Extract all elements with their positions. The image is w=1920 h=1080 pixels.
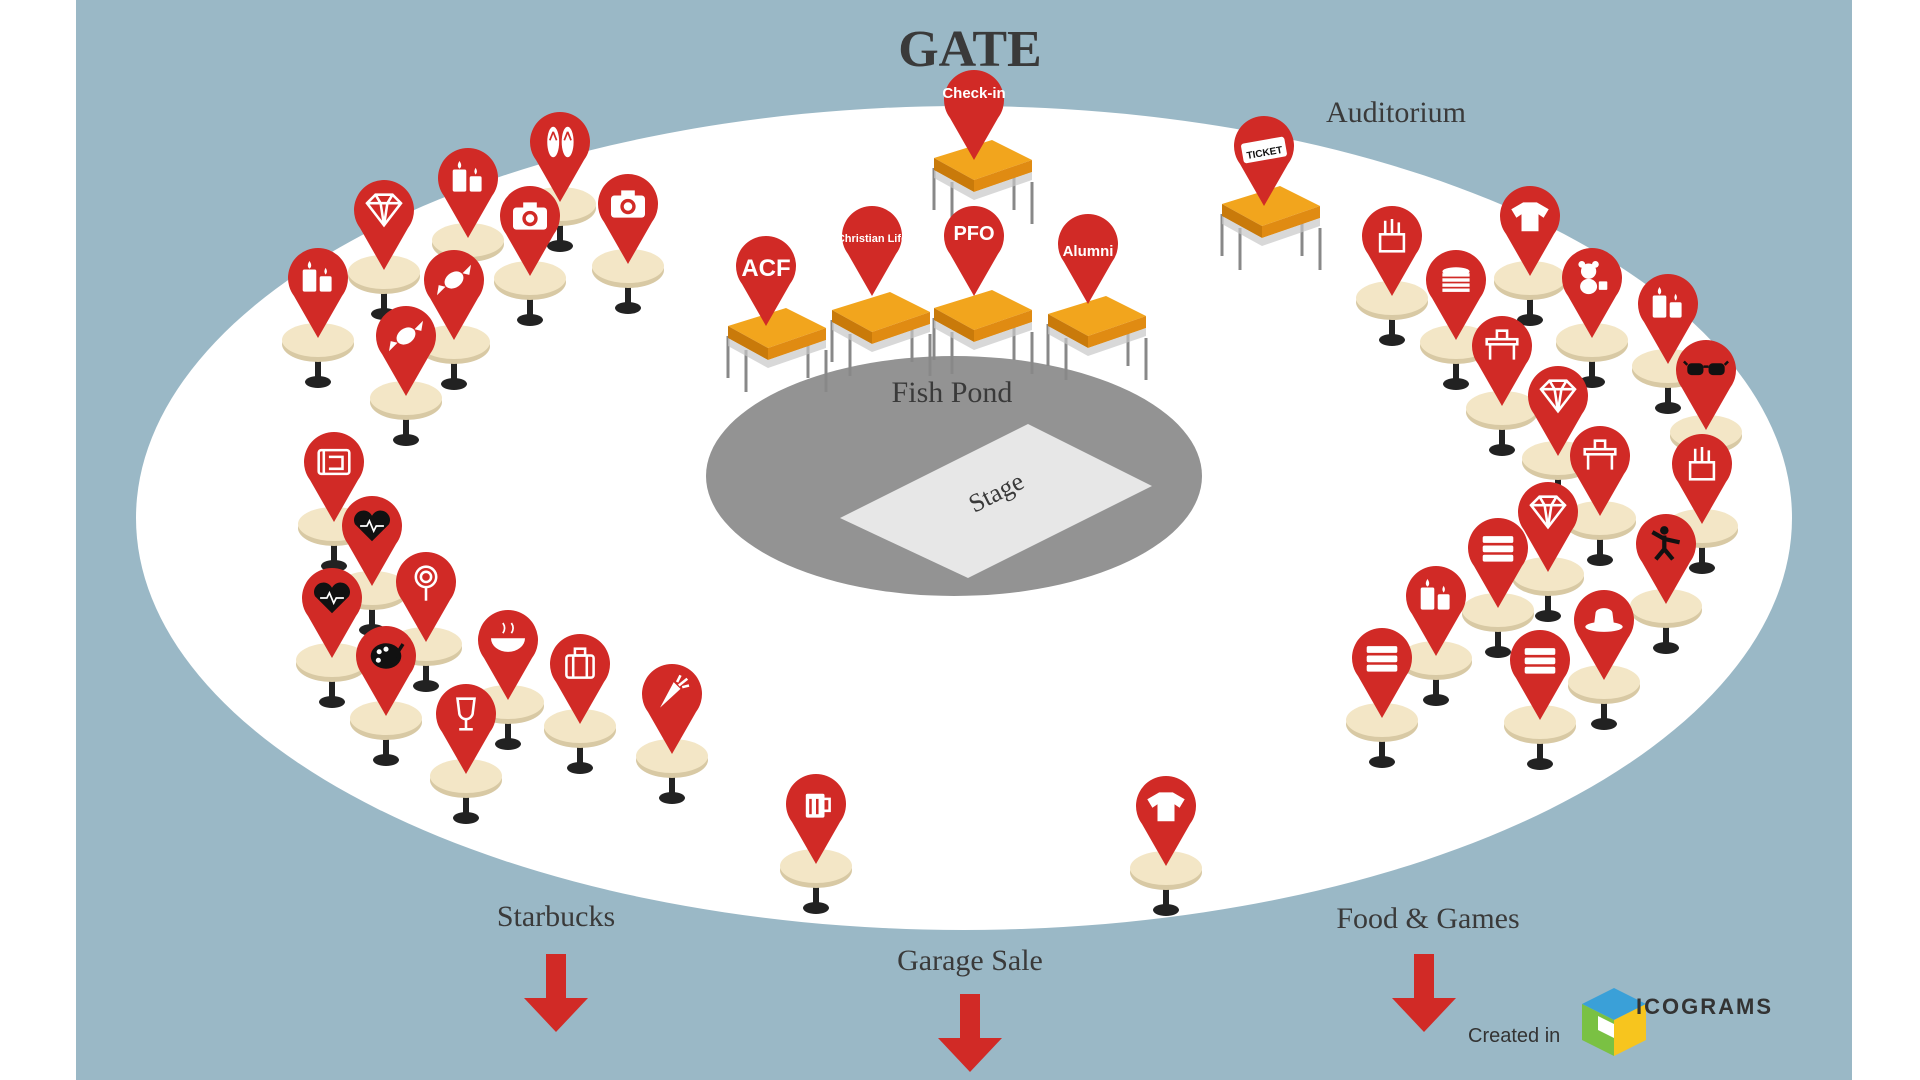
christian-life-pin[interactable]: Christian Life bbox=[837, 206, 907, 296]
table-pin[interactable] bbox=[1574, 590, 1634, 680]
alumni-pin[interactable]: Alumni bbox=[1058, 214, 1118, 304]
garage-sale-label: Garage Sale bbox=[897, 944, 1043, 977]
vendor-table[interactable] bbox=[1130, 776, 1202, 916]
table-pin[interactable] bbox=[786, 774, 846, 864]
vendor-table[interactable] bbox=[282, 248, 354, 388]
vendor-table[interactable] bbox=[1504, 630, 1576, 770]
created-in-label: Created in bbox=[1468, 1025, 1560, 1047]
vendor-table[interactable] bbox=[418, 250, 490, 390]
vendor-table[interactable] bbox=[298, 432, 370, 572]
icograms-label: ICOGRAMS bbox=[1636, 994, 1773, 1019]
checkin-label: Check-in bbox=[942, 85, 1005, 102]
checkin-pin-label: Check-in bbox=[942, 85, 1005, 102]
vendor-table[interactable] bbox=[1466, 316, 1538, 456]
vendor-table[interactable] bbox=[1632, 274, 1704, 414]
vendor-table[interactable] bbox=[432, 148, 504, 288]
vendor-table[interactable] bbox=[544, 634, 616, 774]
table-pin[interactable] bbox=[530, 112, 590, 202]
vendor-table[interactable] bbox=[592, 174, 664, 314]
vendor-table[interactable] bbox=[1356, 206, 1428, 346]
vendor-table[interactable] bbox=[1512, 482, 1584, 622]
ticket-pin[interactable]: TICKET bbox=[1234, 116, 1294, 206]
acf-label: ACF bbox=[741, 255, 790, 282]
vendor-table[interactable] bbox=[1630, 514, 1702, 654]
vendor-table[interactable] bbox=[1666, 434, 1738, 574]
checkin-pin[interactable]: Check-in bbox=[942, 70, 1006, 160]
food-games-label: Food & Games bbox=[1336, 902, 1519, 935]
table-pin[interactable] bbox=[550, 634, 610, 724]
vendor-table[interactable] bbox=[336, 496, 408, 636]
books-icon bbox=[1482, 536, 1514, 562]
table-pin[interactable] bbox=[1426, 250, 1486, 340]
vendor-table[interactable] bbox=[636, 664, 708, 804]
icograms-logo-icon bbox=[1582, 988, 1646, 1056]
vendor-table[interactable] bbox=[1494, 186, 1566, 326]
table-pin[interactable] bbox=[1636, 514, 1696, 604]
ticket-icon bbox=[1241, 136, 1287, 164]
vendor-table[interactable] bbox=[296, 568, 368, 708]
alumni-label: Alumni bbox=[1063, 243, 1114, 260]
tables-layer bbox=[282, 112, 1742, 916]
vendor-table[interactable] bbox=[494, 186, 566, 326]
books-icon bbox=[1366, 646, 1398, 672]
stage bbox=[840, 424, 1152, 578]
vendor-table[interactable] bbox=[390, 552, 462, 692]
pfo-pin[interactable]: PFO bbox=[944, 206, 1004, 296]
vendor-table[interactable] bbox=[1670, 340, 1742, 480]
starbucks-label: Starbucks bbox=[497, 900, 615, 933]
vendor-table[interactable] bbox=[348, 180, 420, 320]
christian-life-label: Christian Life bbox=[837, 233, 907, 245]
icograms-brand: Created in ICOGRAMS bbox=[1468, 988, 1773, 1056]
vendor-table[interactable] bbox=[370, 306, 442, 446]
table-pin[interactable] bbox=[1676, 340, 1736, 430]
vendor-table[interactable] bbox=[524, 112, 596, 252]
vendor-table[interactable] bbox=[430, 684, 502, 824]
vendor-table[interactable] bbox=[1556, 248, 1628, 388]
auditorium-label: Auditorium bbox=[1326, 96, 1466, 129]
vendor-table[interactable] bbox=[1420, 250, 1492, 390]
vendor-table[interactable] bbox=[350, 626, 422, 766]
vendor-table[interactable] bbox=[1568, 590, 1640, 730]
vendor-table[interactable] bbox=[780, 774, 852, 914]
table-pin[interactable] bbox=[478, 610, 538, 700]
vendor-table[interactable] bbox=[1564, 426, 1636, 566]
vendor-table[interactable] bbox=[472, 610, 544, 750]
vendor-table[interactable] bbox=[1462, 518, 1534, 658]
books-icon bbox=[1524, 648, 1556, 674]
vendor-table[interactable] bbox=[1400, 566, 1472, 706]
pfo-label: PFO bbox=[953, 223, 994, 245]
acf-pin[interactable]: ACF bbox=[736, 236, 796, 326]
vendor-table[interactable] bbox=[1346, 628, 1418, 768]
vendor-table[interactable] bbox=[1522, 366, 1594, 506]
gate-title: GATE bbox=[898, 21, 1042, 78]
fish-pond-label: Fish Pond bbox=[892, 376, 1013, 409]
